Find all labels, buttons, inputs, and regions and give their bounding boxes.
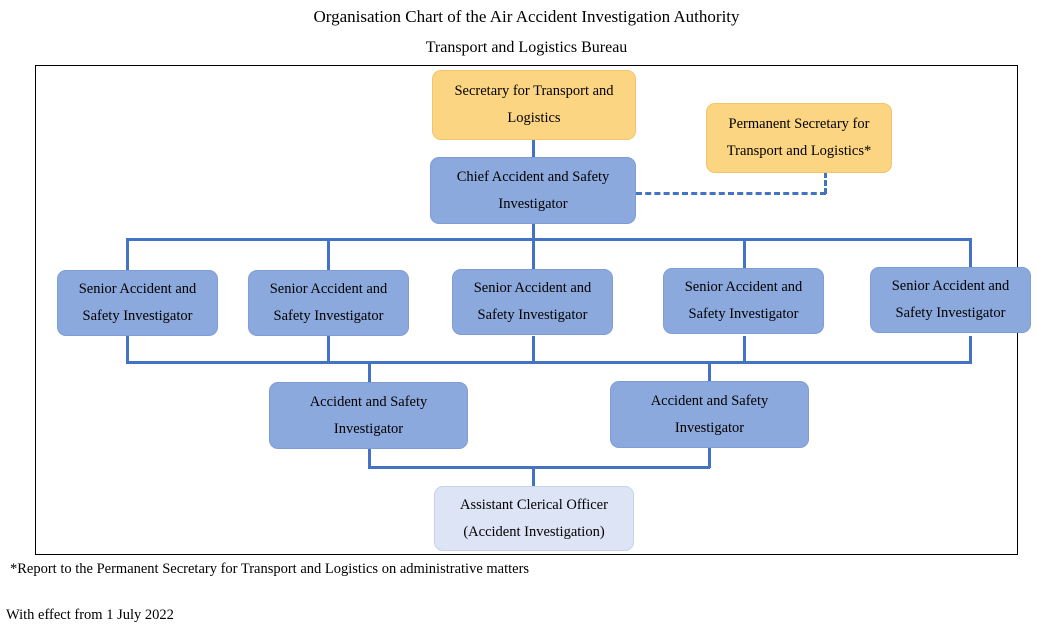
connector-senior-3-down <box>532 336 535 363</box>
connector-chief-to-permanent-secretary-vertical <box>824 172 827 194</box>
connector-senior-bus-horizontal <box>126 238 971 241</box>
node-senior-1-line-1: Senior Accident and <box>78 281 197 297</box>
connector-chief-to-permanent-secretary-horizontal <box>636 192 826 195</box>
connector-senior-1-down <box>126 336 129 363</box>
connector-bus-to-senior-5 <box>969 238 972 272</box>
node-senior-3-line-2: Safety Investigator <box>477 307 588 323</box>
node-secretary-line-1: Secretary for Transport and <box>454 83 614 99</box>
node-senior-5-line-1: Senior Accident and <box>891 278 1010 294</box>
footnote-asterisk-note: *Report to the Permanent Secretary for T… <box>10 561 530 577</box>
node-senior-1-line-2: Safety Investigator <box>82 308 193 324</box>
node-investigator-1-line-1: Accident and Safety <box>309 393 428 410</box>
node-senior-accident-and-safety-investigator-1[interactable]: Senior Accident and Safety Investigator <box>57 270 218 336</box>
chart-title-block: Organisation Chart of the Air Accident I… <box>0 0 1053 61</box>
node-assistant-clerical-officer-line-2: (Accident Investigation) <box>463 523 605 540</box>
node-senior-accident-and-safety-investigator-5[interactable]: Senior Accident and Safety Investigator <box>870 267 1031 333</box>
connector-bus-to-investigator-2 <box>708 361 711 384</box>
node-permanent-secretary-line-1: Permanent Secretary for <box>728 116 870 132</box>
connector-investigator-2-down <box>708 448 711 468</box>
connector-investigator-2-bus <box>532 361 972 364</box>
node-accident-and-safety-investigator-2[interactable]: Accident and Safety Investigator <box>610 381 809 448</box>
connector-senior-2-down <box>327 336 330 363</box>
node-senior-4-line-1: Senior Accident and <box>684 279 803 295</box>
node-senior-3-line-1: Senior Accident and <box>473 280 592 296</box>
node-investigator-2-line-2: Investigator <box>674 419 745 436</box>
node-assistant-clerical-officer-line-1: Assistant Clerical Officer <box>460 496 608 513</box>
connector-bus-to-senior-4 <box>743 238 746 272</box>
node-senior-4-line-2: Safety Investigator <box>688 306 799 322</box>
node-senior-5-line-2: Safety Investigator <box>895 305 1006 321</box>
connector-senior-5-down <box>969 336 972 363</box>
node-investigator-1-line-2: Investigator <box>333 420 404 437</box>
node-permanent-secretary-line-2: Transport and Logistics* <box>726 143 872 159</box>
node-chief-investigator-line-1: Chief Accident and Safety <box>456 168 610 185</box>
node-secretary-for-transport-and-logistics[interactable]: Secretary for Transport and Logistics <box>432 70 636 140</box>
connector-chief-to-senior-bus <box>532 224 535 272</box>
node-senior-accident-and-safety-investigator-4[interactable]: Senior Accident and Safety Investigator <box>663 268 824 334</box>
node-investigator-2-line-1: Accident and Safety <box>650 392 769 409</box>
node-permanent-secretary-for-transport-and-logistics[interactable]: Permanent Secretary for Transport and Lo… <box>706 103 892 173</box>
node-senior-accident-and-safety-investigator-2[interactable]: Senior Accident and Safety Investigator <box>248 270 409 336</box>
connector-secretary-to-chief <box>532 140 535 165</box>
effective-date-note: With effect from 1 July 2022 <box>6 607 174 623</box>
connector-bus-to-senior-1 <box>126 238 129 272</box>
node-senior-2-line-2: Safety Investigator <box>273 308 384 324</box>
node-chief-accident-and-safety-investigator[interactable]: Chief Accident and Safety Investigator <box>430 157 636 224</box>
connector-investigator-1-down <box>368 448 371 468</box>
connector-bus-to-investigator-1 <box>368 361 371 384</box>
connector-investigator-1-bus <box>126 361 534 364</box>
node-senior-accident-and-safety-investigator-3[interactable]: Senior Accident and Safety Investigator <box>452 269 613 335</box>
connector-senior-4-down <box>743 336 746 363</box>
connector-assistant-clerical-bus <box>368 466 710 469</box>
node-secretary-line-2: Logistics <box>507 110 561 126</box>
node-senior-2-line-1: Senior Accident and <box>269 281 388 297</box>
node-assistant-clerical-officer[interactable]: Assistant Clerical Officer (Accident Inv… <box>434 486 634 551</box>
node-accident-and-safety-investigator-1[interactable]: Accident and Safety Investigator <box>269 382 468 449</box>
connector-bus-to-assistant-clerical <box>532 466 535 488</box>
connector-bus-to-senior-2 <box>327 238 330 272</box>
chart-title: Organisation Chart of the Air Accident I… <box>313 7 740 26</box>
chart-subtitle: Transport and Logistics Bureau <box>425 39 628 56</box>
node-chief-investigator-line-2: Investigator <box>498 195 568 212</box>
